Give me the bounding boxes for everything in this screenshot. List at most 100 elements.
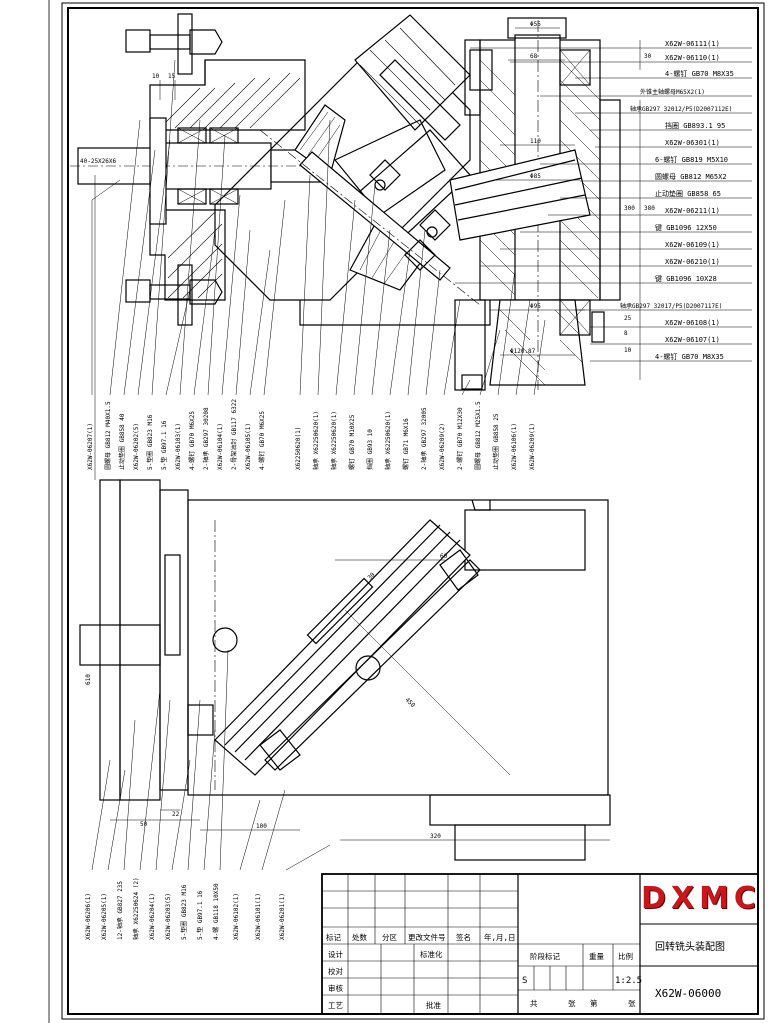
dim-text: 15: [168, 73, 176, 80]
callout-r: 挡圈 GB893.1 95: [665, 121, 725, 130]
scale-value: 1:2.5: [615, 976, 642, 986]
mid-callout: 螺钉 GB71 M6X16: [402, 418, 410, 470]
callout-r: X62W-06301(1): [665, 139, 720, 147]
callout-r: 4-螺钉 GB70 M8X35: [655, 352, 724, 361]
tb-header: 处数: [352, 932, 367, 942]
dim-text: 320: [430, 833, 441, 840]
sheet-no-label: 第: [590, 998, 598, 1008]
tb-role: 校对: [328, 966, 343, 976]
mid-callout: 2-螺钉 GB70 M12X30: [456, 407, 464, 470]
mid-callout: X62W-06209(1): [529, 423, 536, 470]
logo-text: DXMC: [641, 880, 761, 916]
tb-header: 更改文件号: [408, 932, 446, 942]
stage-label: 阶段标记: [530, 951, 560, 961]
mid-callout: 2-骨架油封 GB117 6322: [230, 399, 238, 470]
weight-label: 重量: [589, 952, 604, 961]
dim-text: 100: [256, 823, 267, 830]
bottom-callout: X62W-06101(1): [255, 893, 262, 940]
mid-callout: 圆螺母 GB812 M40X1.5: [104, 401, 112, 470]
sheets-total-label: 共: [530, 999, 538, 1008]
bottom-callout: 5-垫 GB97.1 16: [196, 890, 204, 940]
title-block-texts: 标记 处数 分区 更改文件号 签名 年,月,日 设计 校对 审核 工艺 标准化 …: [326, 932, 725, 1010]
mid-callout: X62W-06105(1): [245, 423, 252, 470]
bottom-callout: 12-轴承 GB827 235: [116, 881, 124, 940]
mid-callout: 5-垫圈 GB823 M16: [146, 414, 154, 470]
dim-text: 380: [644, 205, 655, 212]
tb-role-extra: 批准: [426, 1000, 441, 1010]
dim-text: 450: [404, 696, 417, 709]
tb-header: 分区: [382, 933, 397, 942]
sheet-unit-label: 张: [568, 999, 576, 1008]
callout-r: X62W-06211(1): [665, 207, 720, 215]
callout-r: 4-螺钉 GB70 M8X35: [665, 69, 734, 78]
mid-callout: 螺钉 GB70 M10X25: [348, 414, 356, 470]
section-view: [70, 13, 621, 391]
mid-callout: X62250620(1): [295, 427, 302, 470]
bottom-callout: X62W-06206(1): [85, 893, 92, 940]
side-view: [79, 479, 611, 861]
callout-r: X62W-06108(1): [665, 319, 720, 327]
callout-r: 键 GB1096 12X50: [655, 223, 717, 232]
mid-callout: X62W-06209(2): [439, 423, 446, 470]
dim-text: 22: [172, 811, 180, 818]
dim-text: 10: [624, 347, 632, 354]
dim-text: 50: [140, 821, 148, 828]
callout-r: 外锥主轴螺母M65X2(1): [640, 88, 705, 96]
callout-r: X62W-06210(1): [665, 258, 720, 266]
mid-callout: 止动垫圈 GB858 40: [118, 413, 126, 470]
callout-r: 止动垫圈 GB858 65: [655, 189, 721, 198]
mid-callout-leaders: [91, 59, 546, 396]
bottom-callouts: X62W-06206(1)X62W-06205(1)12-轴承 GB827 23…: [85, 877, 286, 940]
callout-r: 圆螺母 GB812 M65X2: [655, 172, 727, 181]
dim-text: 610: [85, 674, 92, 685]
side-view-dimensions: [91, 480, 610, 871]
bottom-callout: X62W-06204(1): [149, 893, 156, 940]
mid-callout: 轴承 X62250620(1): [330, 411, 338, 470]
dim-text: Φ55: [530, 21, 541, 28]
drawing-title: 回转铣头装配图: [655, 940, 725, 953]
right-callout-leaders: [455, 47, 752, 362]
mid-callout: X62W-06202(5): [133, 423, 140, 470]
callout-r: X62W-06110(1): [665, 54, 720, 62]
dim-text: 30: [644, 53, 652, 60]
tb-header: 签名: [456, 932, 471, 942]
tb-header: 标记: [326, 932, 341, 942]
callout-r: 轴承GB297 32017/P5(D2007117E): [620, 302, 722, 310]
mid-callout: 2-轴承 GB297 32005: [420, 407, 428, 470]
bottom-callout: 5-垫圈 GB823 M16: [180, 884, 188, 940]
drawing-number: X62W-06000: [655, 987, 721, 1000]
mid-callout: 挡圈 GB93 10: [366, 429, 374, 470]
mid-callout: 5-垫 GB97.1 16: [160, 420, 168, 470]
tb-header: 年,月,日: [484, 932, 516, 942]
dim-text: Φ85: [530, 173, 541, 180]
tb-role: 审核: [328, 983, 343, 993]
dim-text: 68: [530, 53, 538, 60]
callout-r: 键 GB1096 10X28: [655, 274, 717, 283]
dim-text: 110: [530, 138, 541, 145]
dim-text: 8: [624, 330, 628, 337]
stage-value: S: [522, 976, 527, 986]
dim-text: Φ95: [530, 303, 541, 310]
tb-role: 设计: [328, 949, 343, 959]
callout-r: 轴承GB297 32012/P5(D2007112E): [630, 105, 732, 113]
dxmc-logo: DXMC: [641, 878, 756, 918]
tb-role-extra: 标准化: [420, 949, 443, 959]
callout-r: X62W-06107(1): [665, 336, 720, 344]
mid-callout: 4-螺钉 GB70 M6X25: [188, 411, 196, 470]
mid-callout: 4-螺钉 GB70 M6X25: [258, 411, 266, 470]
bottom-callout: X62W-06201(1): [279, 893, 286, 940]
dim-text: 300: [624, 205, 635, 212]
bottom-callout: X62W-06203(5): [165, 893, 172, 940]
dim-text: 10: [152, 73, 160, 80]
bottom-callout: 4-螺 GB118 10X50: [212, 883, 220, 940]
dim-text: 60: [440, 553, 448, 560]
bottom-callout: X62W-06102(1): [233, 893, 240, 940]
outer-frame: [61, 2, 765, 1020]
mid-callout: X62W-06104(1): [217, 423, 224, 470]
scale-label: 比例: [618, 951, 633, 961]
dim-text: Φ120.87: [510, 348, 536, 355]
tb-role: 工艺: [328, 1001, 343, 1010]
dim-text: 30: [366, 571, 376, 581]
